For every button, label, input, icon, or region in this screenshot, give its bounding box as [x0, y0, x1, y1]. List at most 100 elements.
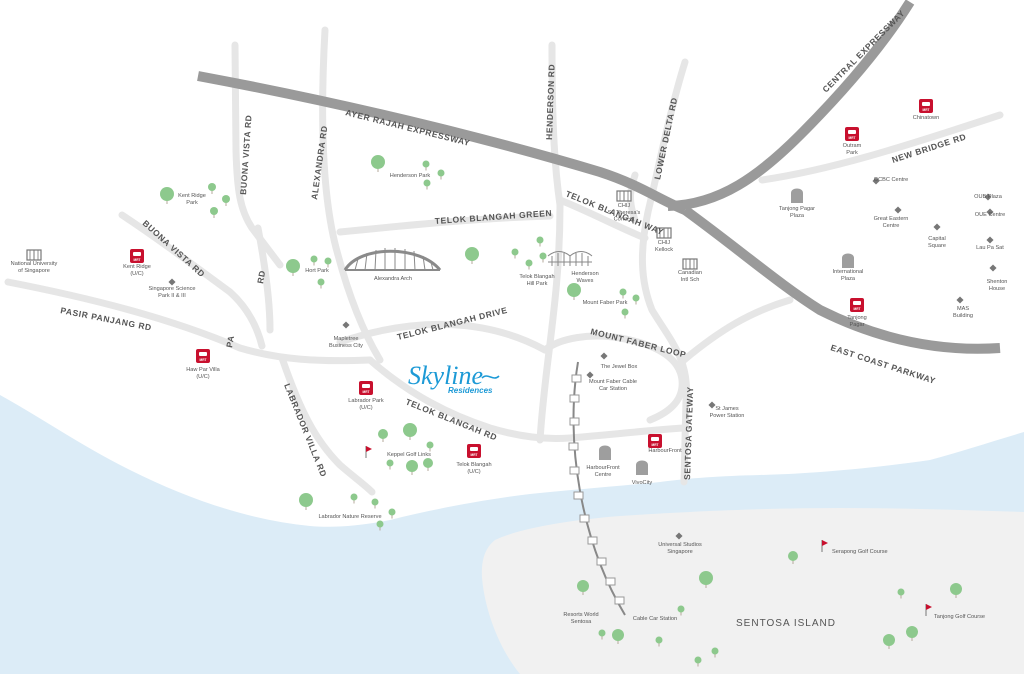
logo-sub-text: Residences	[448, 386, 493, 395]
place-label-keppel-golf: Keppel Golf Links	[387, 452, 431, 458]
park-trees	[160, 155, 962, 667]
mainland	[0, 0, 1024, 527]
place-label-cable-car-station: Cable Car Station	[633, 616, 677, 622]
golf-flag-icon	[365, 446, 372, 458]
building-icon	[599, 445, 611, 460]
tree-icon	[208, 183, 216, 194]
golf-flag-icon	[925, 604, 932, 616]
mrt-badge-text: MRT	[363, 390, 370, 394]
golf-flag-icon	[821, 540, 828, 552]
tree-icon	[619, 288, 627, 299]
tree-icon	[711, 647, 719, 658]
poi-marker-icon	[989, 264, 997, 272]
place-label-tanjong-golf: Tanjong Golf Course	[934, 614, 985, 620]
logo-wave-icon	[481, 375, 500, 379]
tree-icon	[536, 236, 544, 247]
tree-icon	[403, 423, 417, 440]
place-label-oub-plaza: OUB Plaza	[974, 194, 1003, 200]
poi-marker-icon	[600, 352, 608, 360]
poi-marker-icon	[872, 177, 880, 185]
tree-icon	[598, 629, 606, 640]
tree-icon	[525, 259, 533, 270]
mrt-station-icon: MRT	[467, 444, 481, 458]
mrt-badge-text: MRT	[652, 443, 659, 447]
poi-marker-icon	[894, 206, 902, 214]
label-pa-short: PA	[224, 334, 236, 348]
tree-icon	[310, 255, 318, 266]
school-icon	[656, 227, 672, 239]
tree-icon	[317, 278, 325, 289]
tree-icon	[612, 629, 624, 644]
label-sentosa-gateway: SENTOSA GATEWAY	[682, 386, 695, 480]
tree-icon	[950, 583, 962, 598]
mrt-station-icon: MRT	[359, 381, 373, 395]
building-icon	[791, 188, 803, 203]
mrt-station-icon: MRT	[919, 99, 933, 113]
mrt-badge-text: MRT	[200, 358, 207, 362]
sentosa-island-label: SENTOSA ISLAND	[736, 618, 836, 629]
school-icon	[26, 249, 42, 261]
building-markers	[26, 188, 854, 475]
tree-icon	[388, 508, 396, 519]
tree-icon	[883, 634, 895, 649]
place-label-harbourfront-mrt: HarbourFront	[648, 448, 682, 454]
place-label-haw-par: Haw Par Villa(U/C)	[186, 367, 220, 380]
tree-icon	[567, 283, 581, 300]
building-icon	[842, 253, 854, 268]
tree-icon	[621, 308, 629, 319]
tree-icon	[511, 248, 519, 259]
mrt-badge-text: MRT	[849, 136, 856, 140]
tree-icon	[788, 551, 798, 564]
poi-marker-icon	[933, 223, 941, 231]
tree-icon	[897, 588, 905, 599]
school-icon	[682, 258, 698, 270]
mrt-station-icon: MRT	[196, 349, 210, 363]
poi-markers	[168, 177, 997, 540]
tree-icon	[699, 571, 713, 588]
place-label-kent-ridge-mrt: Kent Ridge(U/C)	[123, 264, 151, 277]
place-label-telok-blangah-mrt: Telok Blangah(U/C)	[456, 462, 491, 475]
label-rd-short: RD	[255, 269, 267, 284]
tree-icon	[386, 459, 394, 470]
tree-icon	[350, 493, 358, 504]
cable-car-line	[568, 361, 626, 616]
tree-icon	[426, 441, 434, 452]
building-icon	[636, 460, 648, 475]
place-label-mount-faber-park: Mount Faber Park	[583, 300, 628, 306]
mrt-badge-text: MRT	[923, 108, 930, 112]
poi-marker-icon	[586, 371, 594, 379]
place-label-chinatown: Chinatown	[913, 115, 939, 121]
place-label-henderson-park: Henderson Park	[390, 173, 431, 179]
poi-marker-icon	[708, 401, 716, 409]
henderson-waves-bridge-icon	[547, 251, 593, 266]
tree-icon	[655, 636, 663, 647]
poi-marker-icon	[984, 193, 992, 201]
tree-icon	[632, 294, 640, 305]
tree-icon	[378, 429, 388, 442]
tree-icon	[376, 520, 384, 531]
place-label-vivocity: VivoCity	[632, 480, 653, 486]
poi-marker-icon	[956, 296, 964, 304]
poi-marker-icon	[986, 236, 994, 244]
tree-icon	[371, 155, 385, 172]
tree-icon	[371, 498, 379, 509]
tree-icon	[577, 580, 589, 595]
mrt-station-icon: MRT	[850, 298, 864, 312]
label-henderson: HENDERSON RD	[544, 64, 557, 140]
local-roads	[4, 26, 1004, 496]
poi-marker-icon	[342, 321, 350, 329]
